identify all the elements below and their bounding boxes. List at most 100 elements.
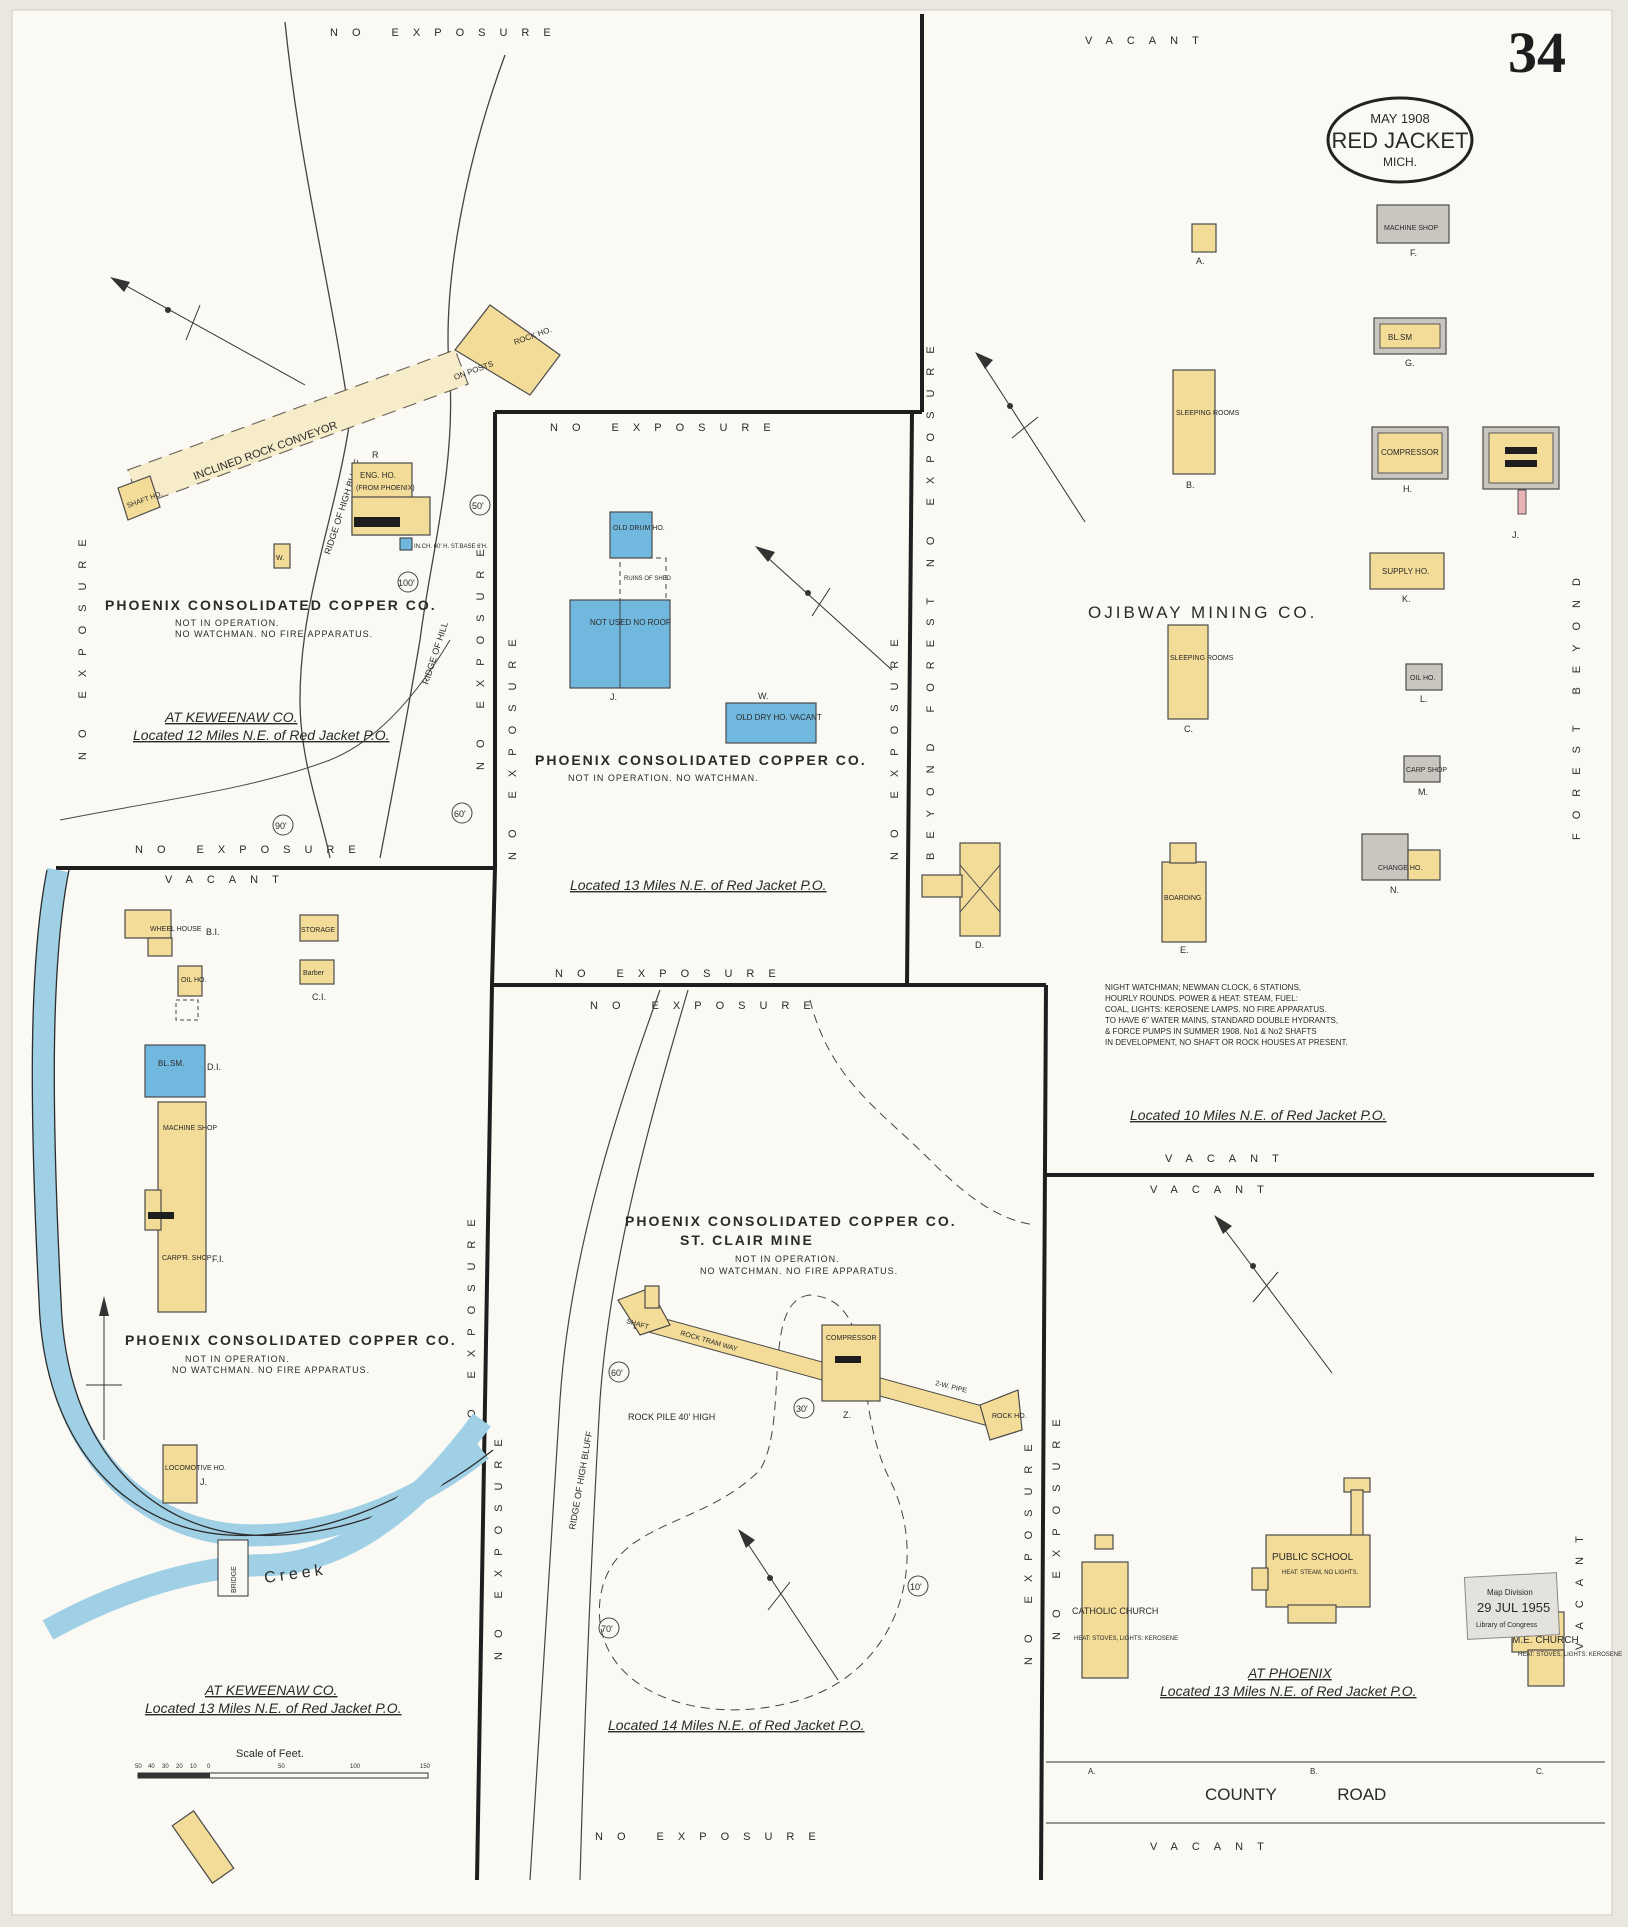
edge-right: NO EXPOSURE — [466, 1205, 478, 1440]
z-label: Z. — [843, 1410, 851, 1420]
catholic-note: HEAT: STOVES, LIGHTS: KEROSENE — [1074, 1636, 1178, 1642]
elev-90: 90' — [275, 821, 287, 831]
oil-house — [177, 965, 203, 997]
stamp-line: Library of Congress — [1476, 1622, 1538, 1629]
compressor-label: COMPRESSOR — [826, 1335, 877, 1342]
north-arrow-icon — [86, 1296, 122, 1440]
me-label: M.E. CHURCH — [1512, 1635, 1579, 1646]
protection: NO WATCHMAN. NO FIRE APPARATUS. — [175, 629, 373, 639]
scale-tick: 150 — [420, 1764, 431, 1770]
company-name: PHOENIX CONSOLIDATED COPPER CO. — [535, 752, 867, 768]
edge-right: VACANT — [1574, 1522, 1586, 1650]
sheet-date: MAY 1908 — [1370, 111, 1430, 126]
edge-top: NO EXPOSURE — [590, 1000, 825, 1012]
bldg-l — [1405, 663, 1443, 691]
note-line: & FORCE PUMPS IN SUMMER 1908. No1 & No2 … — [1105, 1027, 1317, 1036]
panel-borders — [56, 14, 1594, 1881]
school-rear — [1287, 1604, 1337, 1624]
barber — [299, 959, 335, 985]
machine-shop — [157, 1101, 207, 1313]
edge-top: NO EXPOSURE — [330, 27, 565, 39]
north-arrow-icon — [755, 546, 893, 671]
edge-bottom: NO EXPOSURE — [555, 968, 790, 980]
bldg-k — [1369, 552, 1445, 590]
supply: SUPPLY HO. — [1382, 567, 1429, 576]
panel-st-clair: NO EXPOSURE NO EXPOSURE NO EXPOSURE NO E… — [493, 989, 1036, 1881]
edge-top: VACANT — [165, 874, 293, 886]
sheet-city: RED JACKET — [1332, 128, 1469, 153]
bluff-line — [284, 21, 351, 859]
edge-top: NO EXPOSURE — [550, 422, 785, 434]
f1-label: F.I. — [212, 1254, 224, 1264]
shaft-head — [644, 1285, 660, 1309]
location: Located 13 Miles N.E. of Red Jacket P.O. — [570, 877, 827, 893]
bldg-a — [1191, 223, 1217, 253]
not-used-label: NOT USED NO ROOF — [590, 618, 671, 627]
engine-house-wing — [351, 496, 431, 536]
place: AT KEWEENAW CO. — [204, 1682, 338, 1698]
machine-annex — [144, 1189, 162, 1231]
old-dry-house — [725, 702, 817, 744]
scale-tick: 10 — [190, 1764, 197, 1770]
shaft — [617, 1287, 671, 1336]
school-note: HEAT: STEAM, NO LIGHTS. — [1282, 1570, 1359, 1576]
notes: NIGHT WATCHMAN; NEWMAN CLOCK, 6 STATIONS… — [1105, 983, 1348, 1047]
edge-bottom: NO EXPOSURE — [595, 1831, 830, 1843]
school-tower-stem — [1350, 1489, 1364, 1543]
edge-right: NO EXPOSURE — [1023, 1430, 1035, 1665]
bldg-d-wing — [921, 874, 963, 898]
oil-label: OIL HO. — [181, 977, 206, 984]
company-name: PHOENIX CONSOLIDATED COPPER CO. — [105, 597, 437, 613]
place: AT PHOENIX — [1247, 1665, 1332, 1681]
bridge — [217, 1539, 249, 1597]
boarding: BOARDING — [1164, 895, 1201, 902]
bldg-l-label: L. — [1420, 694, 1428, 704]
d1-label: D.I. — [207, 1062, 221, 1072]
edge-right: NO EXPOSURE — [889, 625, 901, 860]
panel-ojibway: VACANT BEYOND FOREST NO EXPOSURE FOREST … — [921, 35, 1583, 1165]
edge-left: NO EXPOSURE — [1051, 1405, 1063, 1640]
storage — [299, 914, 339, 942]
building-w: W. — [758, 691, 769, 701]
edge-right: NO EXPOSURE — [475, 535, 487, 770]
sleeping-2: SLEEPING ROOMS — [1170, 655, 1234, 662]
page-number: 34 — [1508, 20, 1566, 85]
note-line: NIGHT WATCHMAN; NEWMAN CLOCK, 6 STATIONS… — [1105, 983, 1301, 992]
panel-phoenix-13mi-left: VACANT NO EXPOSURE BRIDGE Creek WHEEL HO… — [31, 867, 494, 1884]
catholic-belfry — [1094, 1534, 1114, 1550]
stamp-line: Map Division — [1487, 1588, 1533, 1597]
rock-house — [454, 304, 561, 396]
elev-60: 60' — [611, 1368, 623, 1378]
school-wing — [1251, 1567, 1269, 1591]
scale-tick: 40 — [148, 1764, 155, 1770]
j-label: J. — [200, 1477, 207, 1487]
company-name: PHOENIX CONSOLIDATED COPPER CO. — [625, 1213, 957, 1229]
hill-line — [379, 54, 506, 859]
old-drum-house — [609, 511, 653, 559]
bldg-c-label: C. — [1184, 724, 1193, 734]
edge-left: NO EXPOSURE — [507, 625, 519, 860]
catholic-church — [1081, 1561, 1129, 1679]
wheel-house — [124, 909, 172, 939]
edge-top: VACANT — [1085, 35, 1213, 47]
north-arrow-icon — [975, 352, 1086, 523]
location: Located 13 Miles N.E. of Red Jacket P.O. — [145, 1700, 402, 1716]
bldg-c — [1167, 624, 1209, 720]
panel-phoenix-town: VACANT VACANT NO EXPOSURE VACANT CATHOLI… — [1046, 1184, 1622, 1853]
stream-line — [59, 639, 451, 821]
bldg-h-label: H. — [1403, 484, 1412, 494]
location: Located 14 Miles N.E. of Red Jacket P.O. — [608, 1717, 865, 1733]
paper — [11, 9, 1613, 1916]
rock-ho-label: ROCK HO. — [992, 1413, 1027, 1420]
old-drum-label: OLD DRUM HO. — [613, 525, 665, 532]
public-school — [1265, 1534, 1371, 1608]
north-arrow-icon — [738, 1529, 839, 1681]
library-stamp: Map Division 29 JUL 1955 Library of Cong… — [1463, 1572, 1561, 1640]
catholic-label: CATHOLIC CHURCH — [1072, 1606, 1158, 1616]
bldg-d — [959, 842, 1001, 937]
oil: OIL HO. — [1410, 675, 1435, 682]
road-mark: A. — [1088, 1767, 1096, 1776]
title-cartouche: MAY 1908 RED JACKET MICH. — [1326, 96, 1474, 184]
school-label: PUBLIC SCHOOL — [1272, 1552, 1354, 1563]
rock-pile: ROCK PILE 40' HIGH — [628, 1412, 715, 1422]
